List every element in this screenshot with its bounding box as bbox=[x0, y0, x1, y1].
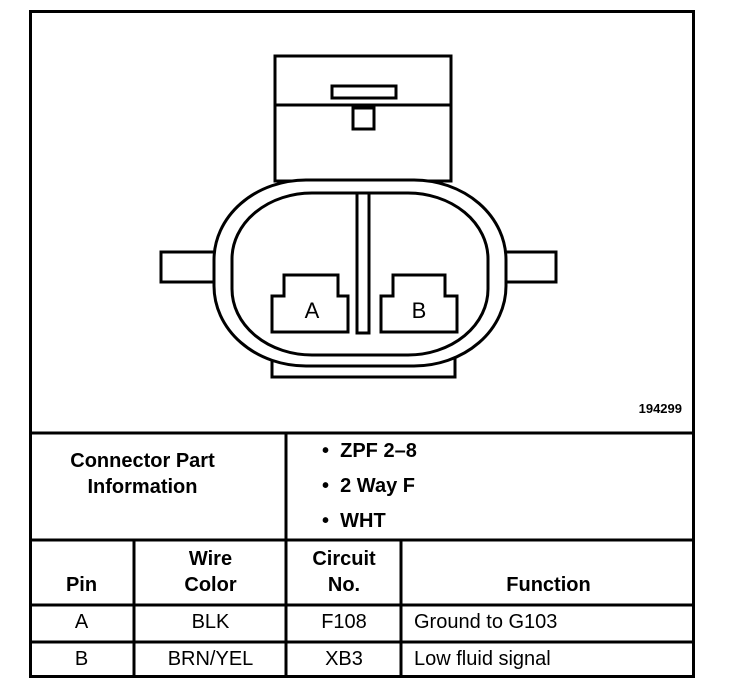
cell-function: Low fluid signal bbox=[414, 648, 551, 670]
cell-circuit: F108 bbox=[321, 611, 367, 633]
connector-info-item: • WHT bbox=[322, 510, 386, 532]
header-function: Function bbox=[506, 574, 591, 596]
connector-info-item-text: WHT bbox=[340, 510, 386, 532]
terminal-a-label: A bbox=[305, 298, 320, 323]
latch-slot bbox=[330, 84, 398, 100]
latch-tab bbox=[351, 106, 376, 131]
cell-pin: B bbox=[74, 648, 89, 670]
header-circuit-line2: No. bbox=[327, 574, 361, 596]
connector-info-item: • 2 Way F bbox=[322, 475, 415, 497]
header-circuit-line1: Circuit bbox=[312, 548, 376, 570]
header-wire-color-line2: Color bbox=[184, 574, 237, 596]
diagram-frame bbox=[29, 10, 695, 678]
cell-pin: A bbox=[74, 611, 89, 633]
cell-wire-color: BLK bbox=[191, 611, 230, 633]
cell-wire-color: BRN/YEL bbox=[167, 648, 254, 670]
cell-circuit: XB3 bbox=[325, 648, 363, 670]
header-circuit: Circuit No. bbox=[287, 546, 401, 598]
header-pin: Pin bbox=[65, 574, 98, 596]
connector-info-item: • ZPF 2–8 bbox=[322, 440, 417, 462]
connector-info-item-text: ZPF 2–8 bbox=[340, 440, 417, 462]
figure-number: 194299 bbox=[638, 401, 682, 416]
connector-info-label-line2: Information bbox=[87, 476, 198, 498]
header-wire-color-line1: Wire bbox=[188, 548, 233, 570]
center-divider bbox=[355, 191, 371, 335]
left-ear bbox=[159, 250, 223, 284]
terminal-a-outline bbox=[270, 273, 350, 334]
connector-info-label-line1: Connector Part bbox=[70, 450, 215, 472]
cell-function: Ground to G103 bbox=[414, 611, 558, 633]
connector-info-item-text: 2 Way F bbox=[340, 475, 415, 497]
connector-info-label: Connector Part Information bbox=[0, 448, 285, 500]
terminal-b-outline bbox=[379, 273, 459, 334]
terminal-b-label: B bbox=[412, 298, 427, 323]
header-wire-color: Wire Color bbox=[135, 546, 286, 598]
